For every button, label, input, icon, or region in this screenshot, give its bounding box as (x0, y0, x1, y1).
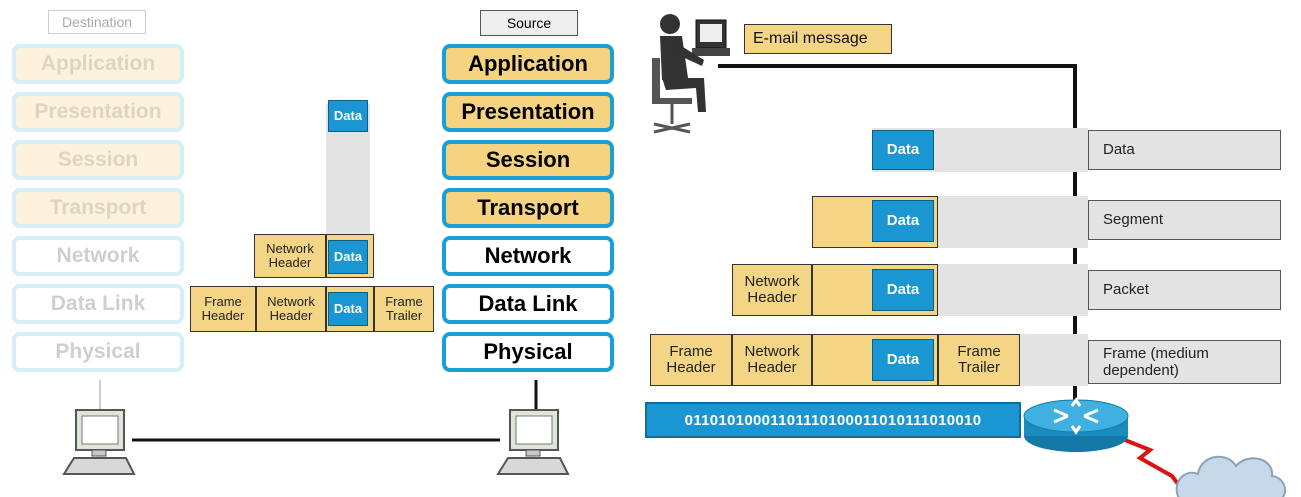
dest-layer-data-link: Data Link (12, 284, 184, 324)
dest-layer-transport: Transport (12, 188, 184, 228)
binary-bitstream: 01101010001101110100011010111010010 (645, 402, 1021, 438)
src-layer-session: Session (442, 140, 614, 180)
dest-layer-network: Network (12, 236, 184, 276)
row-frame-label: Frame (medium dependent) (1088, 340, 1281, 384)
destination-caption: Destination (48, 10, 146, 34)
row-frame-network-header: Network Header (732, 334, 812, 386)
row-data-data: Data (872, 130, 934, 170)
row-packet-data: Data (872, 269, 934, 311)
dest-layer-presentation: Presentation (12, 92, 184, 132)
row-frame-data: Data (872, 339, 934, 381)
src-layer-physical: Physical (442, 332, 614, 372)
source-computer-icon (496, 409, 570, 475)
mid-frame-trailer: Frame Trailer (374, 286, 434, 332)
router-icon (1023, 397, 1129, 452)
src-layer-presentation: Presentation (442, 92, 614, 132)
user-at-computer-icon (652, 14, 730, 134)
row-segment-label: Segment (1088, 200, 1281, 240)
cloud-icon (1175, 455, 1286, 497)
row-frame-trailer: Frame Trailer (938, 334, 1020, 386)
row-segment-data: Data (872, 200, 934, 242)
mid-data-2: Data (328, 240, 368, 274)
row-packet-network-header: Network Header (732, 264, 812, 316)
mid-data-3: Data (328, 292, 368, 326)
mid-frame-header: Frame Header (190, 286, 256, 332)
source-caption: Source (480, 10, 578, 36)
src-layer-network: Network (442, 236, 614, 276)
dest-layer-physical: Physical (12, 332, 184, 372)
src-layer-application: Application (442, 44, 614, 84)
mid-network-header-2: Network Header (256, 286, 326, 332)
email-message-label: E-mail message (744, 24, 892, 54)
row-data-label: Data (1088, 130, 1281, 170)
src-layer-data-link: Data Link (442, 284, 614, 324)
src-layer-transport: Transport (442, 188, 614, 228)
mid-data-1: Data (328, 100, 368, 132)
dest-layer-application: Application (12, 44, 184, 84)
row-packet-label: Packet (1088, 270, 1281, 310)
mid-network-header-1: Network Header (254, 234, 326, 278)
destination-computer-icon (62, 409, 136, 475)
dest-layer-session: Session (12, 140, 184, 180)
row-frame-header: Frame Header (650, 334, 732, 386)
